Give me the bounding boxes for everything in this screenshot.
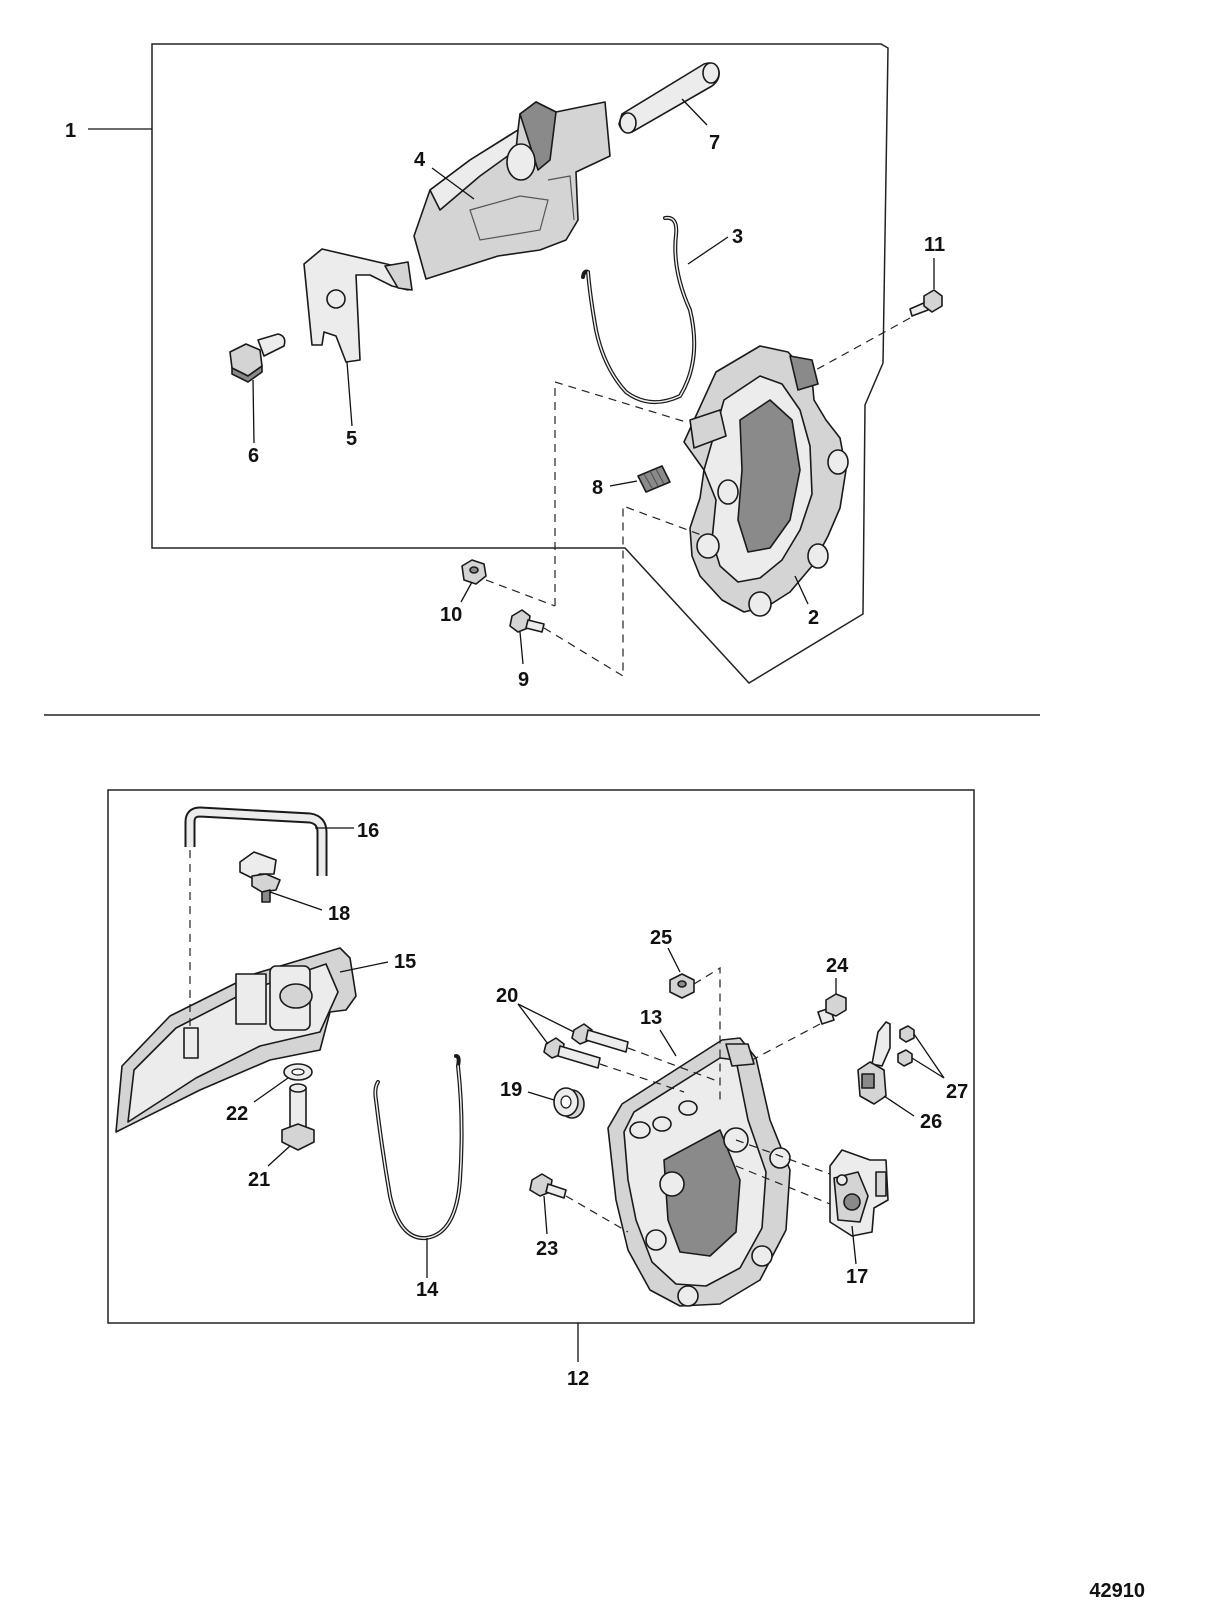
leader-13 <box>659 1029 677 1057</box>
pin-part-7 <box>618 62 720 134</box>
callout-16: 16 <box>357 820 379 842</box>
dashed-line-10 <box>554 381 687 606</box>
leader-8 <box>609 480 638 487</box>
screws-part-27 <box>897 1025 915 1067</box>
bar-part-16 <box>184 806 328 876</box>
callout-20: 20 <box>496 985 518 1007</box>
bolt-part-21 <box>281 1083 315 1151</box>
kit-12-frame <box>107 789 975 1324</box>
dashed-line-17b <box>735 1165 831 1205</box>
lever-part-4 <box>413 101 611 280</box>
screw-part-24 <box>817 993 847 1025</box>
leader-27b <box>911 1057 945 1079</box>
leader-22 <box>253 1077 289 1103</box>
callout-27: 27 <box>946 1081 968 1103</box>
callout-19: 19 <box>500 1079 522 1101</box>
callout-24: 24 <box>826 955 849 977</box>
callout-2: 2 <box>808 607 819 629</box>
callout-13: 13 <box>640 1007 662 1029</box>
dashed-line-25 <box>693 966 721 1102</box>
dashed-line-9 <box>543 505 705 678</box>
screw-part-11 <box>909 289 943 317</box>
callout-4: 4 <box>414 149 426 171</box>
callout-11: 11 <box>924 234 945 256</box>
dashed-line-17a <box>735 1139 831 1175</box>
latch-part-17 <box>829 1149 889 1237</box>
screws-part-20 <box>543 1023 629 1069</box>
callout-18: 18 <box>328 903 350 925</box>
leader-20a <box>517 1003 575 1033</box>
callout-7: 7 <box>709 132 720 154</box>
leader-7 <box>681 98 708 126</box>
clip-part-8 <box>637 465 671 493</box>
wire-part-14 <box>373 1054 464 1241</box>
leader-17 <box>851 1225 857 1265</box>
bracket-part-5 <box>303 248 413 363</box>
leader-10 <box>460 581 473 603</box>
figure-number: 42910 <box>1089 1580 1145 1602</box>
leader-6 <box>252 379 255 444</box>
callout-6: 6 <box>248 445 259 467</box>
leader-27a <box>913 1033 945 1079</box>
switch-part-26 <box>857 1021 891 1105</box>
callout-1: 1 <box>65 120 76 142</box>
clip-part-18 <box>239 851 281 903</box>
housing-part-2 <box>683 345 849 617</box>
leader-2 <box>794 575 809 605</box>
callout-9: 9 <box>518 669 529 691</box>
callout-12: 12 <box>567 1368 589 1390</box>
leader-15 <box>339 961 389 973</box>
assembly-1-frame <box>151 43 889 684</box>
cover-part-15 <box>115 947 357 1133</box>
housing-part-13 <box>607 1037 791 1307</box>
callout-8: 8 <box>592 477 603 499</box>
leader-9 <box>519 631 524 665</box>
lower-kit: 12 13 14 15 16 17 18 19 20 21 22 23 24 2… <box>107 789 975 1390</box>
upper-assembly: 1 2 3 4 5 6 7 8 9 10 11 <box>65 43 945 691</box>
callout-5: 5 <box>346 428 357 450</box>
screw-part-23 <box>529 1173 567 1199</box>
callout-23: 23 <box>536 1238 558 1260</box>
callout-22: 22 <box>226 1103 248 1125</box>
grommet-part-19 <box>553 1087 585 1119</box>
screw-part-9 <box>509 609 545 633</box>
dashed-line-11 <box>811 317 911 373</box>
leader-5 <box>346 361 353 427</box>
dashed-line-24 <box>751 1023 821 1061</box>
leader-21 <box>267 1145 291 1167</box>
callout-15: 15 <box>394 951 416 973</box>
leader-26 <box>883 1095 915 1117</box>
nut-part-10 <box>461 559 487 585</box>
leader-20b <box>517 1003 549 1045</box>
washer-part-22 <box>283 1063 313 1081</box>
bolt-part-6 <box>229 333 286 383</box>
callout-3: 3 <box>732 226 743 248</box>
wire-part-3 <box>581 215 697 404</box>
callout-17: 17 <box>846 1266 868 1288</box>
dashed-line-23 <box>565 1195 629 1233</box>
leader-19 <box>527 1091 555 1101</box>
leader-18 <box>269 891 323 911</box>
callout-10: 10 <box>440 604 462 626</box>
leader-3 <box>687 236 729 265</box>
leader-4 <box>431 167 475 200</box>
leader-23 <box>543 1195 548 1235</box>
callout-25: 25 <box>650 927 672 949</box>
callout-26: 26 <box>920 1111 942 1133</box>
callout-21: 21 <box>248 1169 270 1191</box>
callout-14: 14 <box>416 1279 439 1301</box>
leader-25 <box>667 947 681 973</box>
nut-part-25 <box>669 973 695 999</box>
